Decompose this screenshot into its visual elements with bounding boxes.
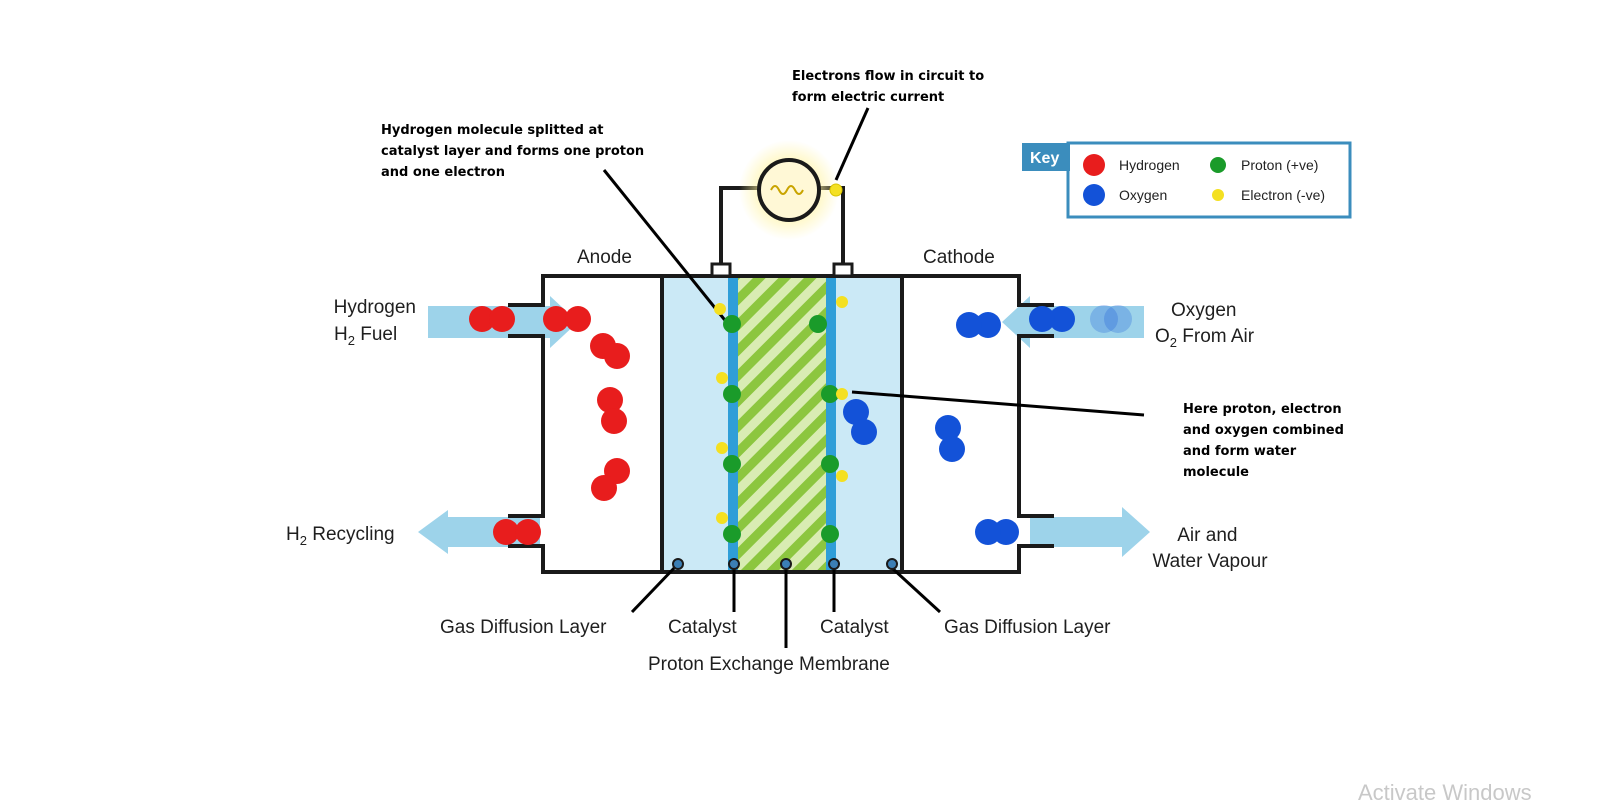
proton (723, 455, 741, 473)
proton (821, 385, 839, 403)
hydrogen-atom (565, 306, 591, 332)
catalyst-layer-left (728, 276, 738, 572)
oxygen-atom-faded (1104, 305, 1132, 333)
oxygen-label: Oxygen (1171, 300, 1236, 321)
layer-markers (672, 558, 898, 570)
air-water-label: Air and Water Vapour (1152, 525, 1268, 572)
air-water-outlet-arrow (1030, 507, 1150, 557)
circuit-electron (829, 183, 843, 197)
oxygen-atom (1049, 306, 1075, 332)
proton (821, 455, 839, 473)
gas-diffusion-layer-right-label: Gas Diffusion Layer (944, 617, 1111, 638)
light-bulb-icon (757, 158, 821, 222)
hydrogen-atom (591, 475, 617, 501)
anode-label: Anode (577, 247, 632, 268)
oxygen-atom (993, 519, 1019, 545)
oxygen-atom-icon (1083, 184, 1105, 206)
oxygen-atom (851, 419, 877, 445)
key-title: Key (1030, 150, 1059, 167)
hydrogen-atom (489, 306, 515, 332)
pointer-lines (602, 107, 1145, 648)
electron-icon (1212, 189, 1224, 201)
cathode-label: Cathode (923, 247, 995, 268)
hydrogen-atom (493, 519, 519, 545)
key-label-oxygen: Oxygen (1119, 187, 1167, 203)
oxygen-atom (939, 436, 965, 462)
hydrogen-atom (543, 306, 569, 332)
gas-diffusion-layer-left-label: Gas Diffusion Layer (440, 617, 607, 638)
hydrogen-atom (597, 387, 623, 413)
proton (723, 525, 741, 543)
external-circuit (710, 140, 854, 278)
catalyst-left-label: Catalyst (668, 617, 737, 638)
oxygen-atom (1029, 306, 1055, 332)
oxygen-atom (975, 312, 1001, 338)
hydrogen-fuel-label: Hydrogen (334, 297, 416, 318)
key-title-tab (1022, 143, 1070, 171)
proton-icon (1210, 157, 1226, 173)
anode-chamber (508, 274, 662, 574)
electron (716, 512, 728, 524)
annotation-water-formation: Here proton, electron and oxygen combine… (1183, 402, 1348, 480)
oxygen-atom (843, 399, 869, 425)
catalyst-right-label: Catalyst (820, 617, 889, 638)
proton-exchange-membrane-label: Proton Exchange Membrane (648, 654, 890, 675)
oxygen-atom (975, 519, 1001, 545)
h2-recycling-label: H2 Recycling (286, 524, 395, 548)
hydrogen-atom (601, 408, 627, 434)
electron (714, 303, 726, 315)
hydrogen-atom (469, 306, 495, 332)
legend-key: Key Hydrogen Proton (+ve) Oxygen Electro… (1022, 141, 1352, 219)
key-label-electron: Electron (-ve) (1241, 187, 1325, 203)
electron (716, 372, 728, 384)
particles (469, 296, 1132, 545)
membrane-electrode-assembly (660, 274, 904, 574)
electron (716, 442, 728, 454)
catalyst-layer-right (826, 276, 836, 572)
o2-from-air-label: O2 From Air (1155, 326, 1255, 350)
oxygen-atom (956, 312, 982, 338)
annotation-electron-flow: Electrons flow in circuit to form electr… (792, 69, 989, 105)
hydrogen-atom (515, 519, 541, 545)
gas-diffusion-layer-left (662, 276, 730, 572)
activate-windows-watermark: Activate Windows (1358, 780, 1532, 804)
h2-fuel-label: H2 Fuel (334, 324, 397, 348)
key-label-hydrogen: Hydrogen (1119, 157, 1180, 173)
electron (836, 388, 848, 400)
hydrogen-atom (604, 343, 630, 369)
electron (836, 296, 848, 308)
key-label-proton: Proton (+ve) (1241, 157, 1318, 173)
key-box (1066, 141, 1352, 219)
electron (836, 470, 848, 482)
oxygen-atom (935, 415, 961, 441)
proton (723, 315, 741, 333)
hydrogen-atom-icon (1083, 154, 1105, 176)
oxygen-atom-faded (1090, 305, 1118, 333)
proton (821, 525, 839, 543)
annotation-hydrogen-split: Hydrogen molecule splitted at catalyst l… (381, 123, 649, 180)
proton (723, 385, 741, 403)
proton (809, 315, 827, 333)
cathode-chamber (902, 274, 1054, 574)
